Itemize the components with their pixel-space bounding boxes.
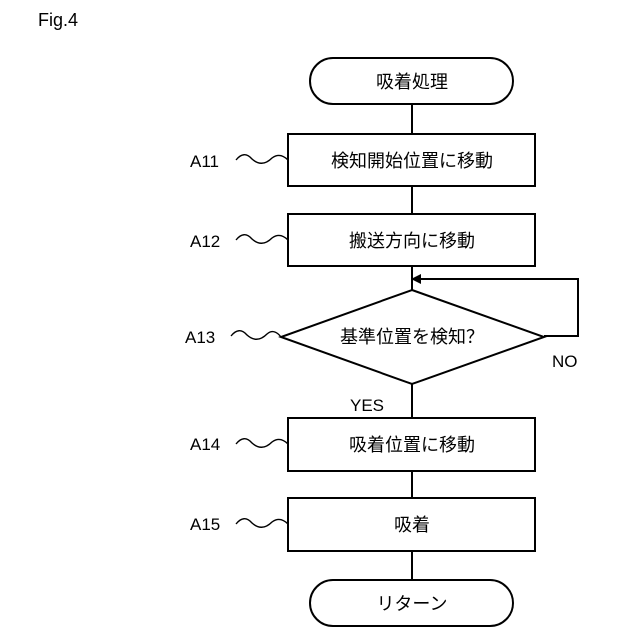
leader-a14 [236,439,288,448]
branch-yes-label: YES [350,396,384,415]
start-terminal-label: 吸着処理 [376,72,448,93]
end-terminal-label: リターン [376,594,447,615]
step-id-a15: A15 [190,515,220,534]
leader-a11 [236,155,288,164]
step-id-a13: A13 [185,328,215,347]
branch-no-label: NO [552,352,578,371]
leader-a13 [231,331,281,340]
leader-a12 [236,235,288,244]
step-id-a12: A12 [190,232,220,251]
process-a15-label: 吸着 [394,515,430,536]
process-a11-label: 検知開始位置に移動 [331,151,493,172]
step-id-a14: A14 [190,435,220,454]
process-a14-label: 吸着位置に移動 [349,435,475,456]
step-id-a11: A11 [190,152,219,171]
leader-a15 [236,519,288,528]
decision-a13-label: 基準位置を検知？ [340,327,484,348]
process-a12-label: 搬送方向に移動 [349,231,475,252]
